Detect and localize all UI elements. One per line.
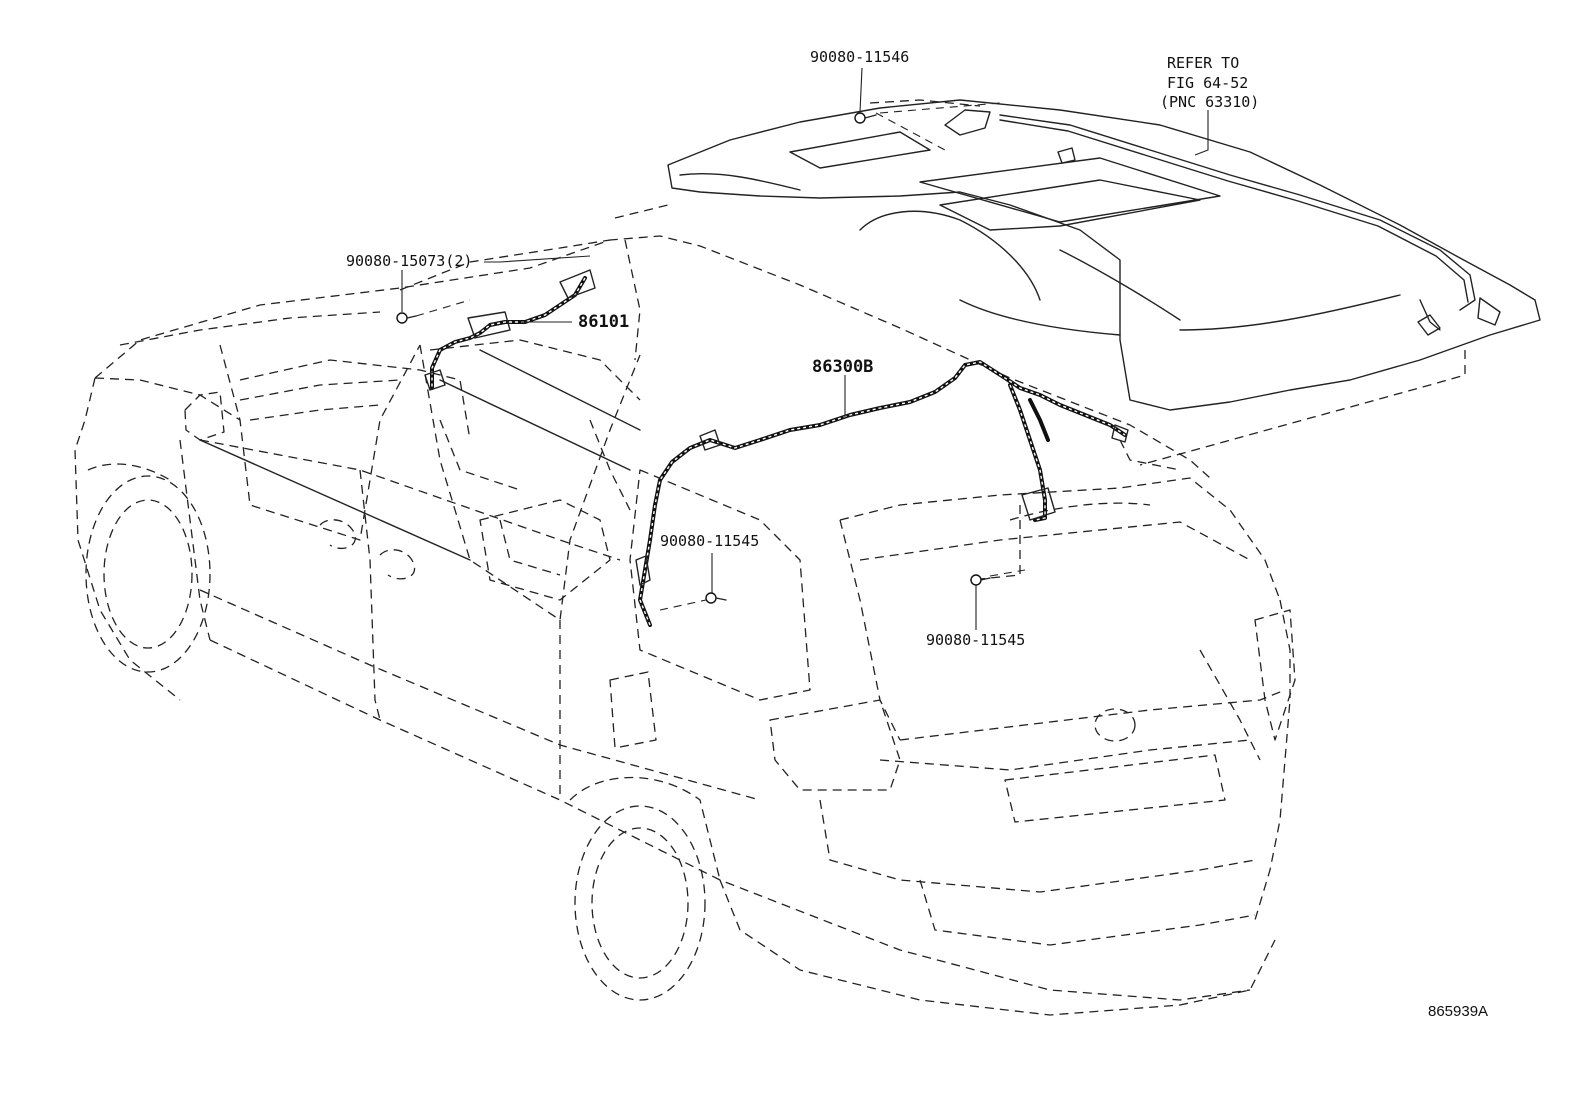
label-refer-line3: (PNC 63310) xyxy=(1160,93,1259,111)
leader-lines xyxy=(401,67,1209,630)
label-figure-id: 865939A xyxy=(1428,1003,1488,1020)
bolt-roof-icon xyxy=(854,112,877,124)
label-bolt-front: 90080-15073(2) xyxy=(346,252,472,270)
front-harness-86101 xyxy=(424,269,596,391)
label-bolt-roof: 90080-11546 xyxy=(810,48,909,66)
bolt-icons xyxy=(396,112,991,604)
label-part-86101: 86101 xyxy=(578,312,629,332)
label-part-86300B: 86300B xyxy=(812,357,873,377)
bolt-mid-icon xyxy=(705,592,727,604)
vehicle-body xyxy=(74,99,1466,1016)
label-refer-line1: REFER TO xyxy=(1167,54,1239,72)
bolt-front-icon xyxy=(396,312,417,324)
bolt-rear-icon xyxy=(970,574,991,586)
label-refer-line2: FIG 64-52 xyxy=(1167,74,1248,92)
label-bolt-rear: 90080-11545 xyxy=(926,631,1025,649)
main-harness-86300B xyxy=(635,360,1129,627)
labels: 90080-11546 REFER TO FIG 64-52 (PNC 6331… xyxy=(346,48,1488,1020)
roof-headliner xyxy=(667,99,1541,411)
label-bolt-mid: 90080-11545 xyxy=(660,532,759,550)
